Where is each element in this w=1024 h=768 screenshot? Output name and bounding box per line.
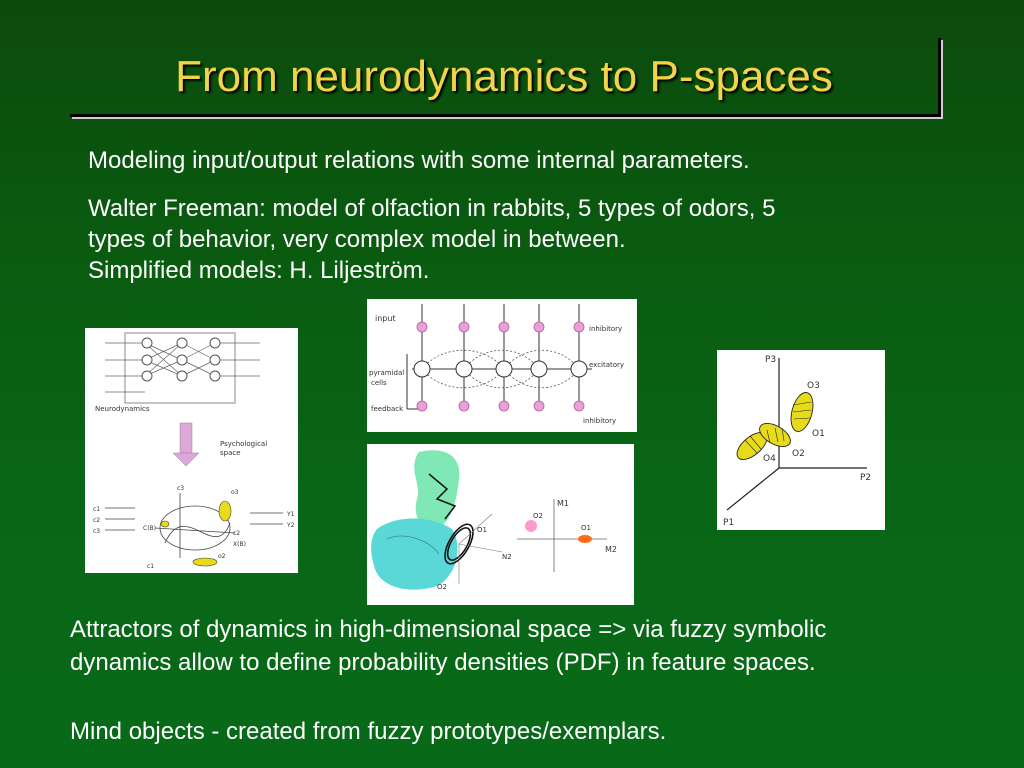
label-o2-right: O2 [533,512,543,520]
label-p3: P3 [765,355,776,365]
label-input: input [375,314,396,323]
label-o2: O2 [792,449,805,459]
figure-attractor-space: O1 N2 O2 M1 M2 O2 O1 [367,444,634,605]
label-xb: X(B) [233,541,246,548]
freeman-line-1: Walter Freeman: model of olfaction in ra… [88,195,776,222]
label-o1-right: O1 [581,524,591,532]
label-feedback: feedback [371,405,404,413]
label-c1: c1 [93,506,100,513]
figure-neurodynamics: Neurodynamics Psychological space c1 c2 … [85,328,298,573]
freeman-line-3: Simplified models: H. Liljeström. [88,257,430,284]
label-o4: O4 [763,454,776,464]
label-o2: o2 [218,553,226,560]
label-cs: c3 [177,485,184,492]
label-n2: N2 [502,553,512,561]
label-o3: o3 [231,489,239,496]
label-o3: O3 [807,381,820,391]
paragraph-attractors: Attractors of dynamics in high-dimension… [70,613,1000,679]
label-p2: P2 [860,473,871,483]
paragraph-freeman: Walter Freeman: model of olfaction in ra… [88,193,928,286]
label-ca: c2 [233,530,240,537]
freeman-line-2: types of behavior, very complex model in… [88,226,626,253]
label-psychological: Psychological [220,440,267,448]
label-m1: M1 [557,499,569,508]
label-inhibitory-top: inhibitory [589,325,622,333]
label-excitatory: excitatory [589,361,624,369]
label-m2: M2 [605,545,617,554]
label-y1: Y1 [286,511,295,518]
label-o1-left: O1 [477,526,487,534]
label-o1: O1 [812,429,825,439]
label-p1: P1 [723,518,734,528]
label-o2-left: O2 [437,583,447,591]
title-box: From neurodynamics to P-spaces [70,38,941,117]
label-space: space [220,449,241,457]
label-neurodynamics: Neurodynamics [95,405,150,413]
page-title: From neurodynamics to P-spaces [175,52,833,101]
figure-p-space: P3 P2 P1 O3 O1 O2 O4 [717,350,885,530]
label-cells: cells [371,379,387,387]
attractors-line-1: Attractors of dynamics in high-dimension… [70,616,827,643]
label-co: c1 [147,563,154,570]
paragraph-modeling: Modeling input/output relations with som… [88,147,750,174]
label-c3: c3 [93,528,100,535]
label-c2: c2 [93,517,100,524]
label-inhibitory-bottom: inhibitory [583,417,616,425]
label-pyramidal: pyramidal [369,369,404,377]
label-y2: Y2 [286,522,295,529]
attractors-line-2: dynamics allow to define probability den… [70,649,816,676]
label-cb: C(B) [143,525,156,532]
paragraph-mind-objects: Mind objects - created from fuzzy protot… [70,718,667,745]
figure-cortex-model: input inhibitory excitatory pyramidal ce… [367,299,637,432]
